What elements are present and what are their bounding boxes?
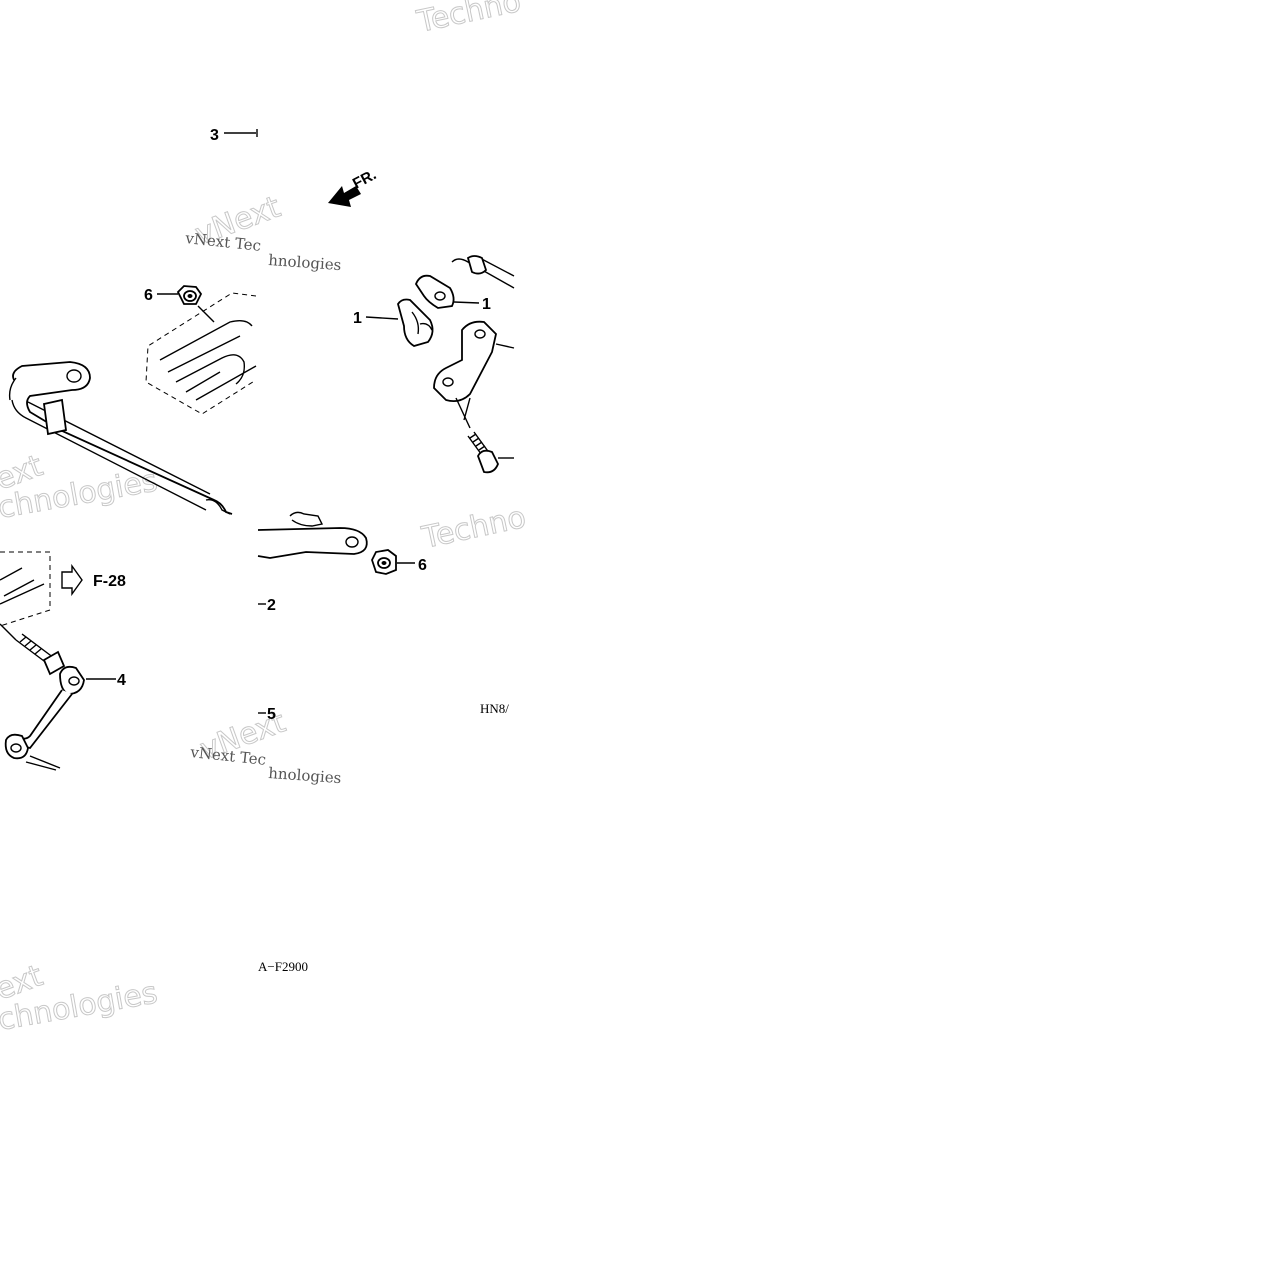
- stabilizer-bar-end-lower: [257, 527, 368, 559]
- diagram-code: A−F2900: [258, 959, 308, 974]
- callout-3: 3: [210, 127, 219, 144]
- stabilizer-holder-bracket: [433, 320, 515, 403]
- stabilizer-link: [4, 633, 85, 771]
- bushing-right-piece: [414, 274, 455, 309]
- section-reference: F-28: [93, 573, 126, 590]
- callout-1-right: 1: [482, 296, 491, 313]
- bushing-left-piece: [397, 298, 434, 347]
- fr-arrow-icon: [328, 186, 361, 207]
- bushing-left: [42, 398, 68, 436]
- flange-nut-lower: [371, 549, 397, 575]
- callout-5: 5: [267, 706, 276, 723]
- watermark-techno-top: Techno: [413, 0, 524, 40]
- reference-arrow-icon: [61, 563, 83, 597]
- watermark-text-lower-2: hnologies: [268, 764, 342, 787]
- flange-bolt-upper: [467, 431, 514, 474]
- front-direction-arrow: FR.: [328, 166, 379, 207]
- callout-4: 4: [117, 672, 126, 689]
- callout-6-upper: 6: [144, 287, 153, 304]
- flange-nut-upper: [176, 285, 203, 305]
- diagram-code-right: HN8/: [480, 701, 509, 716]
- detail-box-upper: [145, 292, 257, 415]
- watermark-text-upper-2: hnologies: [268, 251, 342, 274]
- callout-1-left: 1: [353, 310, 362, 327]
- watermark-techno-mid: Techno: [418, 500, 529, 556]
- detail-box-lower: [0, 551, 51, 627]
- bracket-detail-upper: [159, 319, 257, 401]
- callout-6-lower: 6: [418, 557, 427, 574]
- callout-2: 2: [267, 597, 276, 614]
- stabilizer-bar: [8, 361, 233, 515]
